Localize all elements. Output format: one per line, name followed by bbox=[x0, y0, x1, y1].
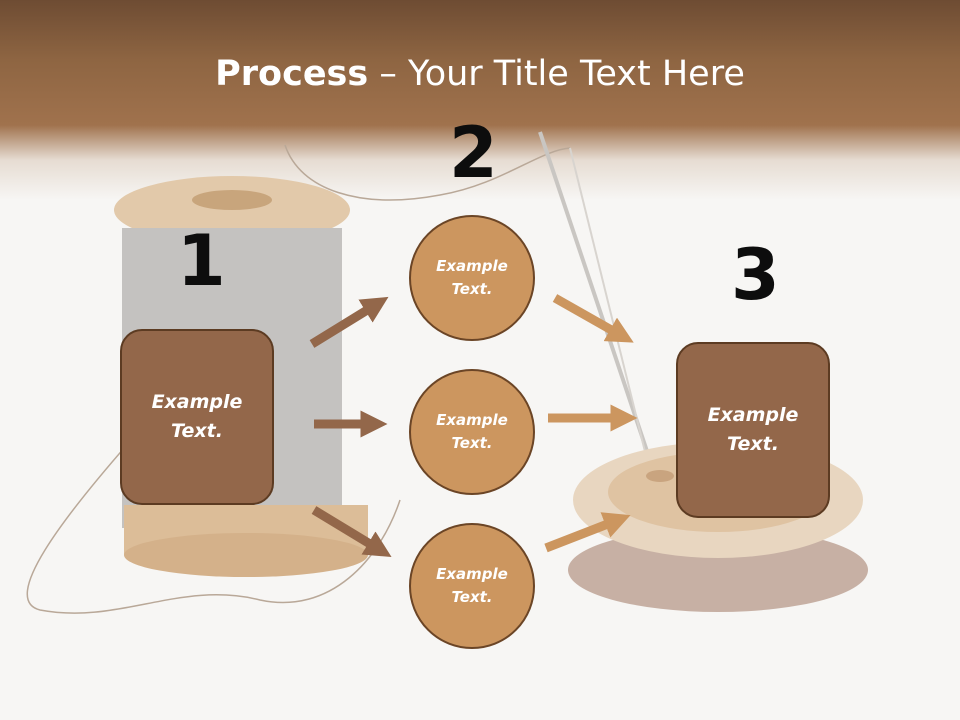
step-3-text: Example Text. bbox=[707, 404, 799, 455]
slide-title: Process – Your Title Text Here bbox=[0, 54, 960, 94]
title-bold: Process bbox=[215, 54, 369, 94]
circle-middle: Example Text. bbox=[409, 369, 535, 495]
step-number-1: 1 bbox=[177, 220, 226, 302]
title-rest: – Your Title Text Here bbox=[368, 54, 745, 94]
step-1-text: Example Text. bbox=[151, 391, 243, 442]
title-banner bbox=[0, 0, 960, 200]
arrow-box1-to-bottom bbox=[311, 506, 392, 557]
circle-bottom: Example Text. bbox=[409, 523, 535, 649]
circle-middle-text: Example Text. bbox=[436, 411, 508, 452]
circle-bottom-text: Example Text. bbox=[436, 565, 508, 606]
arrow-top-to-box3 bbox=[552, 294, 634, 343]
circle-top: Example Text. bbox=[409, 215, 535, 341]
step-3-box: Example Text. bbox=[676, 342, 830, 518]
arrow-bottom-to-box3 bbox=[544, 512, 631, 553]
circle-top-text: Example Text. bbox=[436, 257, 508, 298]
step-1-box: Example Text. bbox=[120, 329, 274, 505]
arrow-box1-to-top bbox=[309, 296, 389, 348]
step-number-3: 3 bbox=[731, 234, 780, 316]
step-number-2: 2 bbox=[449, 112, 498, 194]
